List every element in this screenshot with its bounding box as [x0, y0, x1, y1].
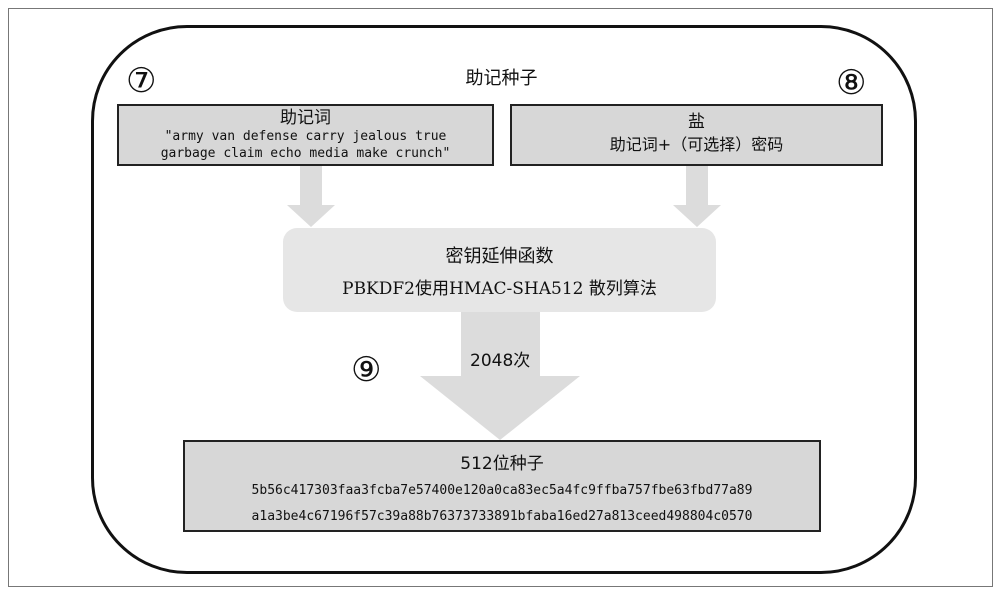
mnemonic-words-line-1: "army van defense carry jealous true: [164, 129, 447, 144]
kdf-to-seed-arrow: [420, 312, 580, 440]
step-number-7: ⑦: [126, 61, 157, 101]
kdf-title: 密钥延伸函数: [445, 246, 554, 267]
mnemonic-words-line-2: garbage claim echo media make crunch": [160, 146, 451, 161]
salt-box: 盐 助记词+（可选择）密码: [510, 104, 883, 166]
salt-to-kdf-arrow: [673, 166, 721, 227]
outer-frame: [8, 8, 993, 587]
kdf-subtitle: PBKDF2使用HMAC-SHA512 散列算法: [342, 279, 657, 299]
mnemonic-heading: 助记词: [280, 108, 331, 128]
mnemonic-to-kdf-arrow: [287, 166, 335, 227]
step-number-9: ⑨: [351, 350, 382, 390]
seed-heading: 512位种子: [460, 454, 544, 474]
diagram-title: 助记种子: [465, 68, 538, 89]
seed-process-container: [91, 25, 917, 574]
seed-hex-line-1: 5b56c417303faa3fcba7e57400e120a0ca83ec5a…: [251, 483, 753, 498]
mnemonic-box: 助记词 "army van defense carry jealous true…: [117, 104, 494, 166]
seed-box: 512位种子 5b56c417303faa3fcba7e57400e120a0c…: [183, 440, 821, 532]
salt-description: 助记词+（可选择）密码: [609, 135, 784, 154]
seed-hex-line-2: a1a3be4c67196f57c39a88b76373733891bfaba1…: [251, 509, 753, 524]
iterations-label: 2048次: [470, 351, 531, 371]
key-stretching-function-box: 密钥延伸函数 PBKDF2使用HMAC-SHA512 散列算法: [283, 228, 716, 312]
step-number-8: ⑧: [836, 63, 867, 103]
salt-heading: 盐: [688, 112, 705, 132]
